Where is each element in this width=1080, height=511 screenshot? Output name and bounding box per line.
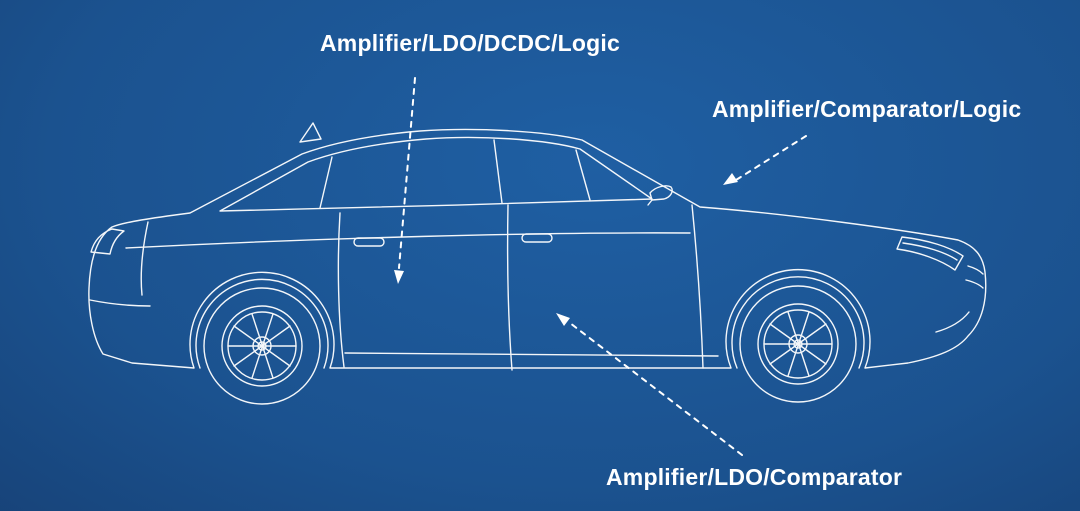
- grille-line-2: [965, 279, 984, 289]
- car-outline-group: [88, 122, 987, 405]
- antenna-fin: [299, 122, 322, 143]
- taillight: [90, 228, 125, 255]
- rear-door-handle: [353, 237, 385, 247]
- pointer-arrows-group: [394, 77, 807, 456]
- front-wheel: [739, 285, 857, 403]
- headlight: [896, 236, 964, 271]
- front-intake-line: [935, 311, 970, 333]
- label-amplifier-ldo-dcdc-logic: Amplifier/LDO/DCDC/Logic: [320, 30, 620, 56]
- arrow-bottom-to-sill: [556, 313, 743, 456]
- c-pillar-line: [319, 156, 333, 209]
- vent-window-line: [575, 149, 591, 201]
- side-mirror: [649, 185, 673, 201]
- grille-line-1: [967, 265, 984, 275]
- label-amplifier-comparator-logic: Amplifier/Comparator/Logic: [712, 96, 1022, 122]
- car-body-outline: [88, 128, 987, 369]
- rear-door-seam: [337, 212, 345, 368]
- front-door-seam: [506, 204, 513, 371]
- side-mirror-stem: [647, 199, 653, 206]
- headlight-inner-line: [902, 242, 958, 261]
- body-crease-line: [125, 232, 691, 249]
- greenhouse-outline: [219, 136, 653, 212]
- arrow-top-to-door: [394, 77, 416, 284]
- b-pillar-line: [493, 139, 503, 204]
- front-door-handle: [521, 233, 553, 243]
- rocker-line: [344, 352, 719, 357]
- arrow-right-to-roof: [723, 135, 807, 185]
- rear-fender-lip: [195, 278, 329, 369]
- trunk-seam: [140, 221, 149, 296]
- front-fender-lip: [731, 276, 865, 369]
- fender-door-seam: [691, 204, 704, 369]
- label-amplifier-ldo-comparator: Amplifier/LDO/Comparator: [606, 464, 903, 490]
- rear-wheel: [203, 287, 321, 405]
- rear-bumper-line: [89, 299, 151, 307]
